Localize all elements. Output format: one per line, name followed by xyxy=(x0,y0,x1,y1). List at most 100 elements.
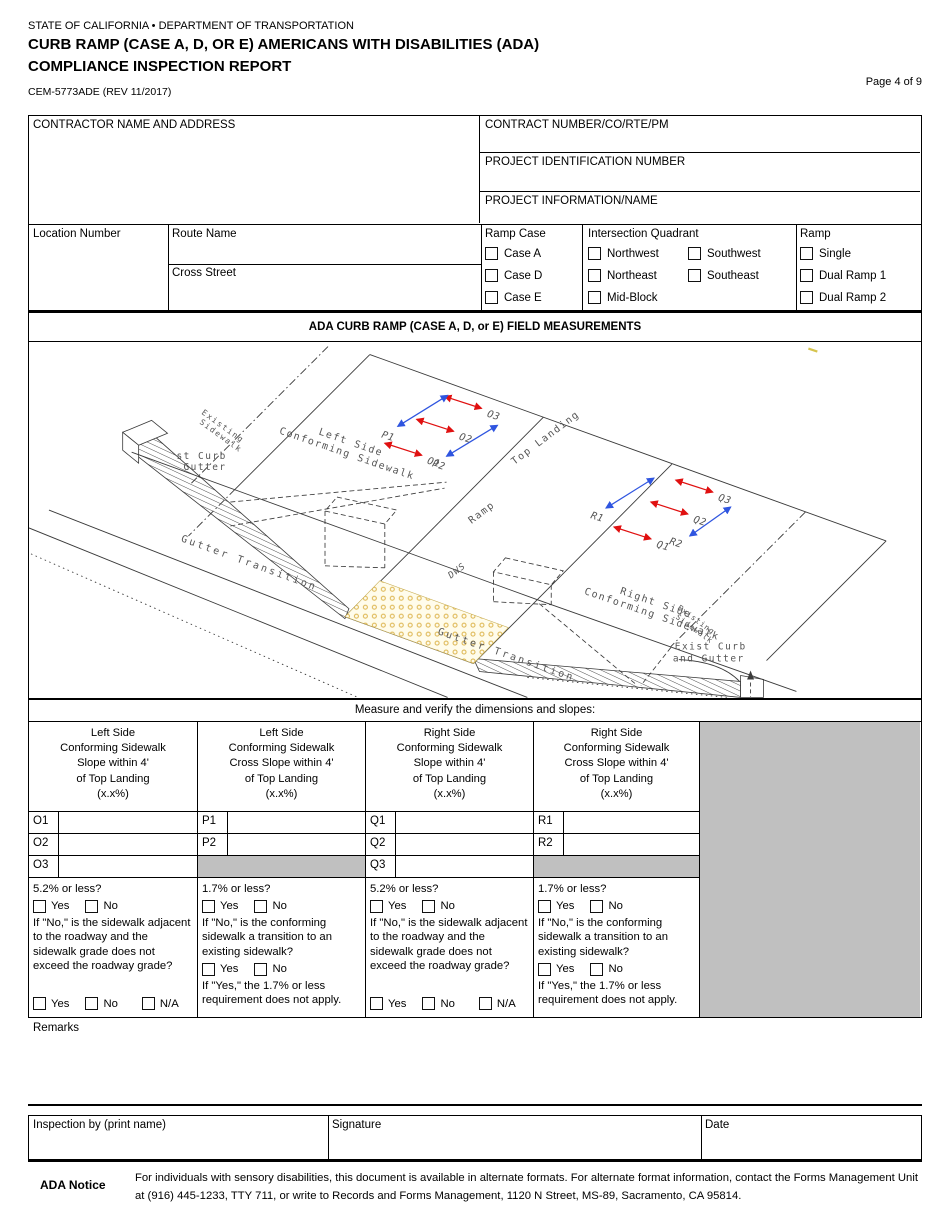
no-label: No xyxy=(440,900,455,913)
measure-input-o3[interactable] xyxy=(59,856,198,878)
checkbox-dual-ramp-1[interactable] xyxy=(800,269,813,282)
divider xyxy=(328,1116,329,1159)
measure-input-p2[interactable] xyxy=(228,834,366,856)
checkbox-r-17-yes[interactable] xyxy=(538,900,551,914)
hdr-line: Conforming Sidewalk xyxy=(228,742,335,755)
project-id-field[interactable]: PROJECT IDENTIFICATION NUMBER xyxy=(480,153,920,192)
signoff-box: Inspection by (print name) Signature Dat… xyxy=(28,1115,922,1162)
contractor-name-field[interactable] xyxy=(29,136,477,224)
checkbox-southwest[interactable] xyxy=(688,247,701,260)
measure-input-o2[interactable] xyxy=(59,834,198,856)
no-label: No xyxy=(440,997,455,1010)
blue-cross-slope-arrows xyxy=(396,394,732,537)
measure-input-q3[interactable] xyxy=(396,856,534,878)
arrow-labels: O1 O2 O3 P1 P2 Q1 Q2 Q3 R1 R2 xyxy=(380,409,733,554)
checkbox-northwest[interactable] xyxy=(588,247,601,260)
checkbox-dual-ramp-2[interactable] xyxy=(800,291,813,304)
date-field[interactable] xyxy=(701,1136,921,1159)
checkbox-o-52-no[interactable] xyxy=(85,900,99,914)
checkbox-case-a[interactable] xyxy=(485,247,498,260)
question-note: If "Yes," the 1.7% or less requirement d… xyxy=(202,979,342,1007)
exist-curb-label-1: st Curb xyxy=(177,451,227,462)
row-label-q2: Q2 xyxy=(366,834,396,856)
col-header-right-cross-slope: Right Side Conforming Sidewalk Cross Slo… xyxy=(534,722,700,812)
hdr-line: of Top Landing xyxy=(244,772,319,785)
contract-number-field[interactable]: CONTRACT NUMBER/CO/RTE/PM xyxy=(480,116,920,153)
dual-ramp-1-label: Dual Ramp 1 xyxy=(819,269,887,282)
diagram-box: O1 O2 O3 P1 P2 Q1 Q2 Q3 R1 R2 Existing S… xyxy=(28,342,922,698)
checkbox-mid-block[interactable] xyxy=(588,291,601,304)
checkbox-o-grade-na[interactable] xyxy=(141,997,155,1011)
checkbox-q-52-no[interactable] xyxy=(422,900,436,914)
checkbox-northeast[interactable] xyxy=(588,269,601,282)
remarks-area[interactable]: Remarks xyxy=(28,1018,922,1106)
checkbox-r-transition-yes[interactable] xyxy=(538,962,551,976)
ramp-region-label: Ramp xyxy=(467,500,498,527)
checkbox-q-grade-no[interactable] xyxy=(422,997,436,1011)
inspection-by-label: Inspection by (print name) xyxy=(33,1119,166,1131)
measure-input-p1[interactable] xyxy=(228,812,366,834)
hdr-line: Right Side xyxy=(423,727,476,739)
right-curb-gutter-hatch xyxy=(472,658,764,698)
checkbox-q-52-yes[interactable] xyxy=(370,900,383,914)
checkbox-q-grade-na[interactable] xyxy=(478,997,492,1011)
checkbox-p-17-yes[interactable] xyxy=(202,900,215,914)
checkbox-r-transition-no[interactable] xyxy=(590,962,604,976)
single-label: Single xyxy=(819,247,851,260)
na-label: N/A xyxy=(496,997,516,1010)
q3-arrow-label: Q3 xyxy=(717,492,733,506)
cross-street-field[interactable] xyxy=(189,283,479,309)
measure-input-r2[interactable] xyxy=(564,834,700,856)
row-label-r1: R1 xyxy=(534,812,564,834)
checkbox-p-transition-yes[interactable] xyxy=(202,962,215,976)
divider xyxy=(481,225,482,310)
col-header-left-cross-slope: Left Side Conforming Sidewalk Cross Slop… xyxy=(198,722,366,812)
checkbox-o-grade-no[interactable] xyxy=(85,997,99,1011)
checkbox-q-grade-yes[interactable] xyxy=(370,997,383,1011)
northwest-label: Northwest xyxy=(607,247,659,260)
checkbox-p-17-no[interactable] xyxy=(254,900,268,914)
location-number-field[interactable] xyxy=(29,245,168,310)
divider xyxy=(582,225,583,310)
question-cell-right-cross-slope: 1.7% or less? Yes No If "No," is the con… xyxy=(534,878,700,1017)
measure-input-q2[interactable] xyxy=(396,834,534,856)
row-label-q1: Q1 xyxy=(366,812,396,834)
hdr-line: Right Side xyxy=(590,727,643,739)
question-text: If "No," is the conforming sidewalk a tr… xyxy=(202,916,332,958)
divider xyxy=(168,225,169,310)
ada-notice-label: ADA Notice xyxy=(40,1178,106,1192)
project-name-field[interactable]: PROJECT INFORMATION/NAME xyxy=(480,192,920,223)
checkbox-r-17-no[interactable] xyxy=(590,900,604,914)
checkbox-p-transition-no[interactable] xyxy=(254,962,268,976)
q2-arrow-label: Q2 xyxy=(692,514,708,528)
project-info-box: CONTRACTOR NAME AND ADDRESS CONTRACT NUM… xyxy=(28,115,922,225)
checkbox-o-52-yes[interactable] xyxy=(33,900,46,914)
checkbox-southeast[interactable] xyxy=(688,269,701,282)
exist-curb-gutter-label-2: and Gutter xyxy=(673,654,745,665)
checkbox-single[interactable] xyxy=(800,247,813,260)
hdr-line: of Top Landing xyxy=(76,772,150,785)
checkbox-case-d[interactable] xyxy=(485,269,498,282)
measure-input-o1[interactable] xyxy=(59,812,198,834)
yes-label: Yes xyxy=(220,963,239,976)
inspection-by-field[interactable] xyxy=(29,1136,328,1159)
hdr-line: Cross Slope within 4' xyxy=(229,757,334,770)
measure-input-q1[interactable] xyxy=(396,812,534,834)
yes-label: Yes xyxy=(388,997,407,1010)
route-name-field[interactable] xyxy=(189,243,479,263)
divider xyxy=(168,264,481,265)
question-note: If "Yes," the 1.7% or less requirement d… xyxy=(538,979,678,1007)
form-title-line1: CURB RAMP (CASE A, D, OR E) AMERICANS WI… xyxy=(28,36,540,53)
case-d-label: Case D xyxy=(504,269,543,282)
question-text: 1.7% or less? xyxy=(202,883,271,895)
mid-block-label: Mid-Block xyxy=(607,291,658,304)
col-header-right-slope: Right Side Conforming Sidewalk Slope wit… xyxy=(366,722,534,812)
row-label-o2: O2 xyxy=(29,834,59,856)
no-label: No xyxy=(272,900,287,913)
checkbox-o-grade-yes[interactable] xyxy=(33,997,46,1011)
checkbox-case-e[interactable] xyxy=(485,291,498,304)
hdr-line: (x.x%) xyxy=(433,787,466,800)
measure-input-r1[interactable] xyxy=(564,812,700,834)
row-label-p2: P2 xyxy=(198,834,228,856)
signature-field[interactable] xyxy=(328,1136,701,1159)
